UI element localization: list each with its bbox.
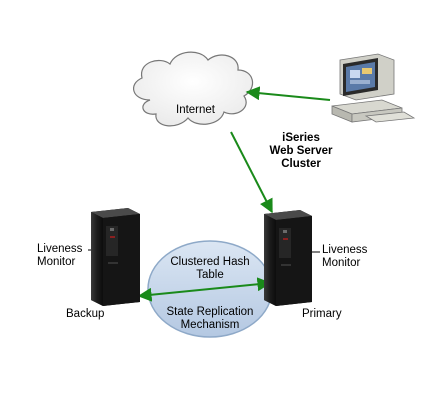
cluster-label-line1: iSeries [282, 132, 320, 144]
replication-line2: Mechanism [180, 319, 240, 331]
internet-cloud [133, 51, 254, 127]
left-liveness-monitor-label: Liveness Monitor [37, 243, 82, 269]
right-monitor-line1: Liveness [322, 244, 368, 256]
backup-label: Backup [66, 308, 105, 320]
cluster-label-line3: Cluster [281, 158, 321, 170]
hash-table-line1: Clustered Hash [170, 256, 250, 268]
client-workstation [331, 53, 416, 123]
right-liveness-monitor-label: Liveness Monitor [322, 244, 367, 270]
backup-server [91, 208, 140, 306]
cluster-label: iSeries Web Server Cluster [266, 132, 336, 171]
primary-server [264, 210, 312, 306]
hash-table-line2: Table [196, 269, 224, 281]
hash-table-label: Clustered Hash Table [150, 256, 270, 282]
right-monitor-line2: Monitor [322, 257, 361, 269]
arrow-internet-to-primary [230, 131, 273, 214]
arrow-backup-primary-replication [137, 277, 272, 302]
internet-label: Internet [176, 104, 215, 116]
arrow-workstation-to-internet [245, 86, 331, 101]
cluster-label-line2: Web Server [269, 145, 333, 157]
replication-line1: State Replication [166, 306, 254, 318]
primary-label: Primary [302, 308, 342, 320]
left-monitor-line2: Monitor [37, 256, 76, 268]
replication-label: State Replication Mechanism [150, 306, 270, 332]
left-monitor-line1: Liveness [37, 243, 83, 255]
